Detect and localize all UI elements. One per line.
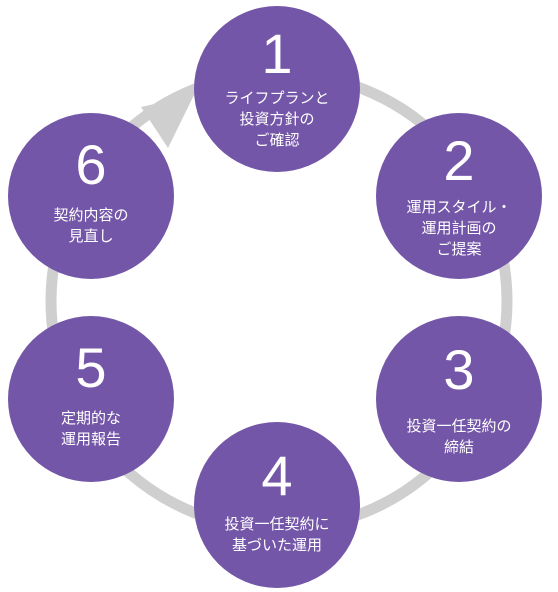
cycle-arrow-icon <box>141 95 194 148</box>
step-number: 4 <box>261 444 293 507</box>
step-label: 定期的な 運用報告 <box>60 409 121 448</box>
step-3-投資一任契約の締結: 3 投資一任契約の 締結 <box>376 316 542 482</box>
step-5-定期的な運用報告: 5 定期的な 運用報告 <box>8 316 174 482</box>
step-label: ライフプランと 投資方針の ご確認 <box>224 89 330 149</box>
step-6-契約内容の見直し: 6 契約内容の 見直し <box>8 113 174 279</box>
step-label: 投資一任契約に 基づいた運用 <box>224 515 330 554</box>
step-label: 運用スタイル・ 運用計画の ご提案 <box>406 198 512 258</box>
step-number: 6 <box>75 133 107 196</box>
step-number: 1 <box>261 22 293 85</box>
step-1-ライフプランと投資方針のご確認: 1 ライフプランと 投資方針の ご確認 <box>194 6 360 172</box>
step-2-運用スタイル運用計画のご提案: 2 運用スタイル・ 運用計画の ご提案 <box>376 113 542 279</box>
step-number: 2 <box>443 129 475 192</box>
step-4-投資一任契約に基づいた運用: 4 投資一任契約に 基づいた運用 <box>194 422 360 588</box>
step-label: 契約内容の 見直し <box>53 206 129 245</box>
step-number: 3 <box>443 338 475 401</box>
step-label: 投資一任契約の 締結 <box>406 417 512 456</box>
step-number: 5 <box>75 336 107 399</box>
